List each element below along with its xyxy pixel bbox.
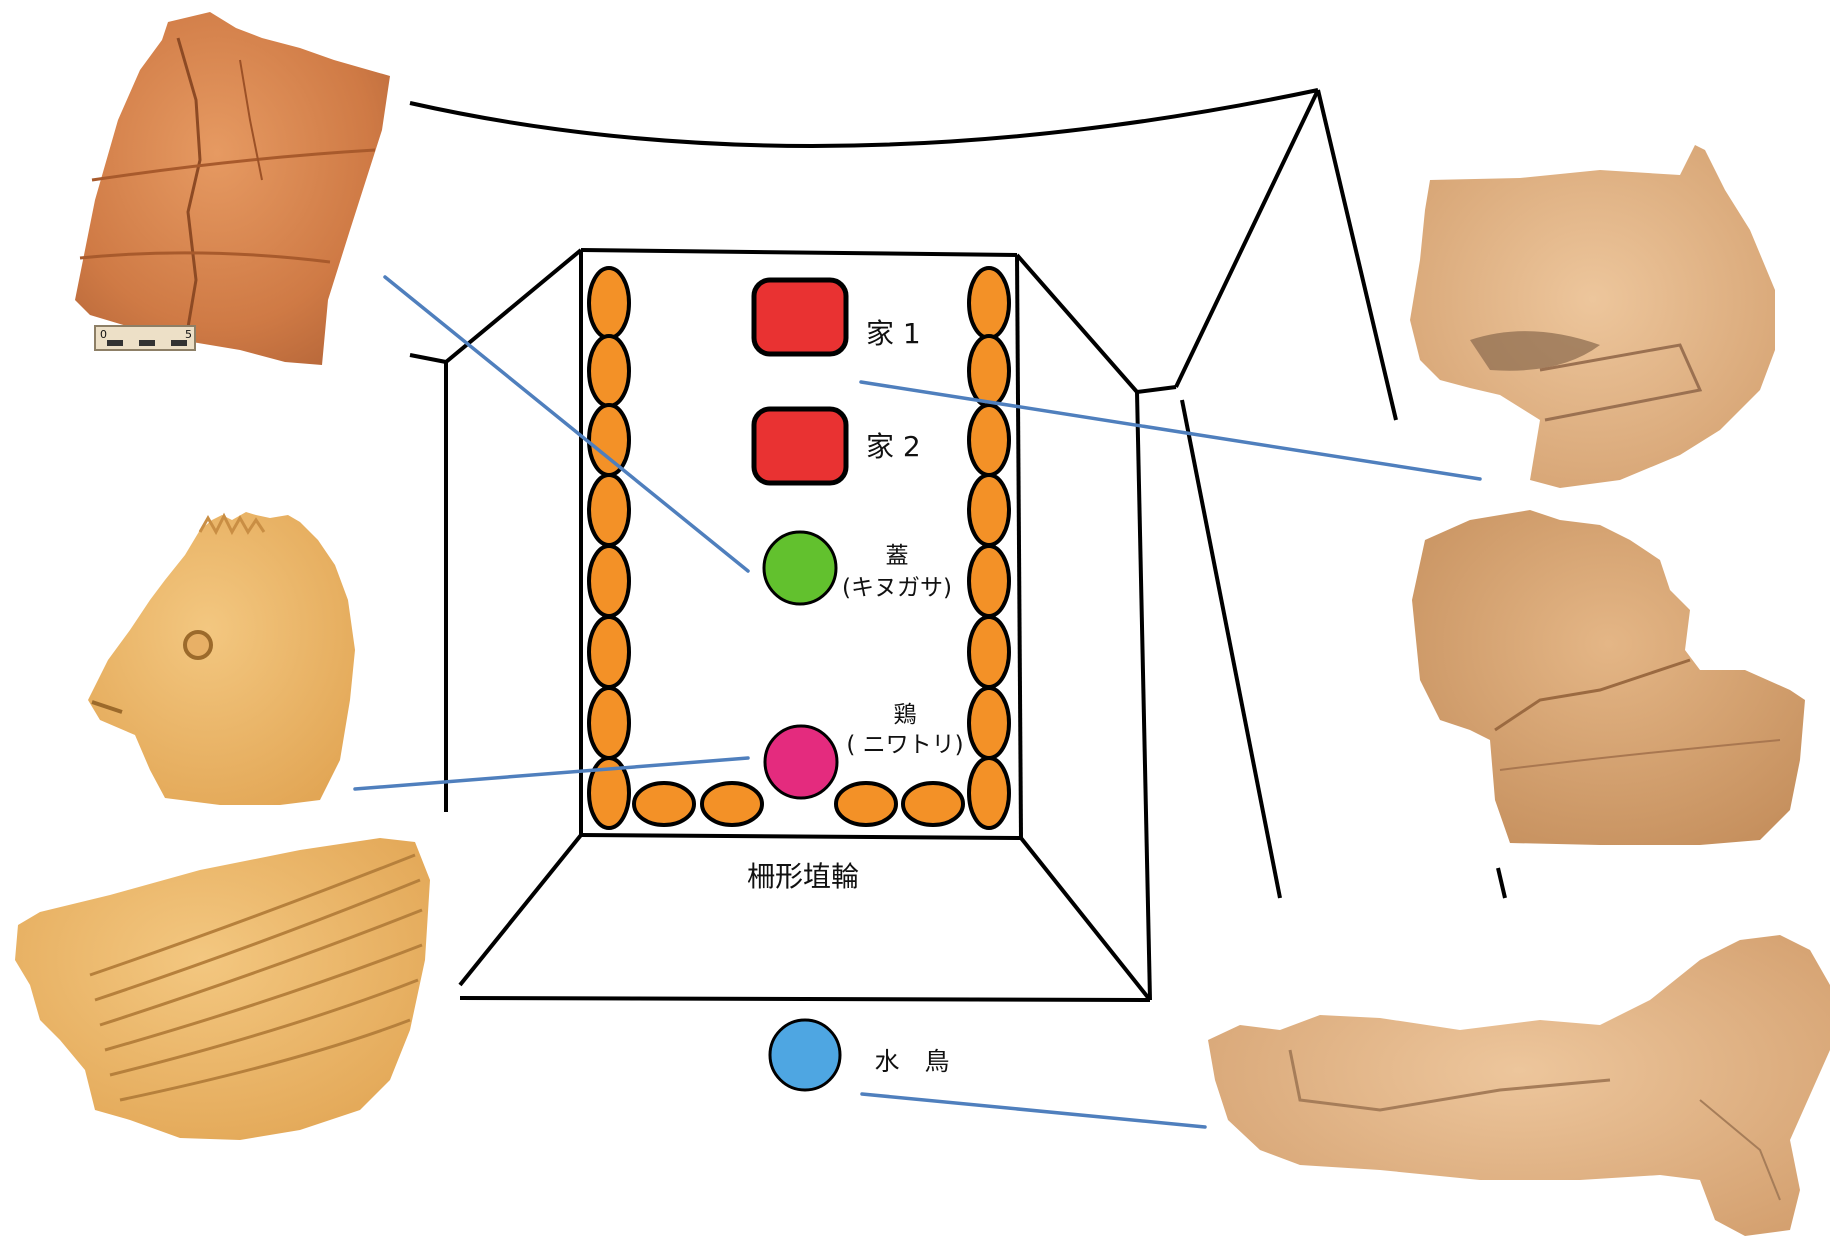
chicken-head-fragment-icon [88,512,355,805]
fence-post [967,403,1011,477]
fence-post [967,473,1011,547]
fence-post [587,756,631,830]
waterbird-marker [768,1018,842,1092]
scale-bar-segment [107,340,123,346]
parasol-reading-label: (キヌガサ) [842,575,952,601]
wing-groove [99,908,423,1027]
house-2-label: 家 2 [866,430,921,463]
fragment-crack [176,37,202,346]
comb-serration [198,512,266,536]
fence-post [967,266,1011,340]
fence-post [967,756,1011,830]
house-1-label: 家 1 [866,317,921,350]
soot-patch [1470,331,1600,371]
fence-label: 柵形埴輪 [747,860,859,893]
fence-post [834,781,898,827]
frame-bottom [580,833,1022,840]
chicken-marker [763,724,839,800]
fragment-incised-line [91,148,376,182]
fence-post [967,686,1011,760]
frame-diag-bottom-left [458,833,583,987]
fence-post [587,686,631,760]
scale-bar-segment [139,340,155,346]
fence-post [587,473,631,547]
scale-bar-body [94,325,196,351]
fence-post [901,781,965,827]
frame-top [580,248,1018,257]
frame-diag-top-left [444,248,583,364]
fence-post [967,615,1011,689]
mound-right-diagonal [1174,89,1320,388]
connector-chicken-to-head-photo [353,756,750,791]
scale-bar-icon: 0 5 [94,325,196,351]
wing-groove [109,978,419,1077]
mound-top-curve [409,88,1319,148]
connector-lines [353,275,1482,1129]
connector-parasol-to-top-left-photo [383,275,750,573]
fence-post [632,781,696,827]
wing-groove [104,943,423,1052]
fragment-crack [1699,1099,1781,1201]
house-2-marker [751,406,849,486]
wing-groove [89,853,416,977]
fragment-body [1412,510,1805,845]
fragment-crack [239,59,263,181]
bird-wing-fragment-icon [15,838,430,1140]
house-haniwa-fragment-icon [1410,145,1775,488]
fragment-body [15,838,430,1140]
fence-post [587,403,631,477]
connector-house-to-right-photo [859,380,1482,481]
fence-post [587,615,631,689]
eye-hole [183,630,213,660]
fragment-body [75,12,390,365]
mound-outline [409,88,1507,1002]
mound-right-tick [1496,867,1507,899]
beak-line [91,700,123,714]
fence-post [587,334,631,408]
fragment-incised-line [1499,739,1781,771]
frame-diag-bottom-right [1019,836,1152,1002]
haniwa-fragment-icon [75,12,390,365]
chicken-label: 鶏 [894,702,917,728]
frame-diag-top-right [1015,253,1139,394]
fence-haniwa-fragment-icon [1412,510,1805,845]
mound-right-line-outer [1316,89,1398,421]
fence-post [700,781,764,827]
scale-bar-five: 5 [185,328,192,341]
waterbird-label: 水 鳥 [874,1047,949,1076]
fence-post [967,544,1011,618]
house-1-marker [751,277,849,357]
chicken-reading-label: ( ニワトリ) [846,732,963,758]
connector-waterbird-to-photo [860,1092,1207,1129]
wing-groove [119,1018,411,1102]
mound-right-inner-top [1136,385,1177,394]
fragment-body [1208,935,1830,1236]
scale-bar-zero: 0 [100,328,107,341]
mound-right-inner [1135,391,1152,1001]
frame-right [1015,254,1023,839]
fence-post [587,544,631,618]
waterbird-fragment-icon [1208,935,1830,1236]
fragment-body [1410,145,1775,488]
fragment-crack [1288,1049,1611,1112]
fragment-crack [1494,658,1691,732]
mound-right-lower [1180,399,1282,899]
fragment-crack [1539,343,1703,422]
fence-post [587,266,631,340]
wing-groove [94,878,421,1002]
fragment-incised-line [79,251,331,264]
parasol-marker [762,530,838,606]
scale-bar-segment [171,340,187,346]
mound-bottom-line [459,996,1151,1002]
fragment-body [88,512,355,805]
fence-posts [587,266,1011,830]
mound-left-stub [409,353,447,364]
fence-post [967,334,1011,408]
parasol-label: 蓋 [886,543,909,569]
